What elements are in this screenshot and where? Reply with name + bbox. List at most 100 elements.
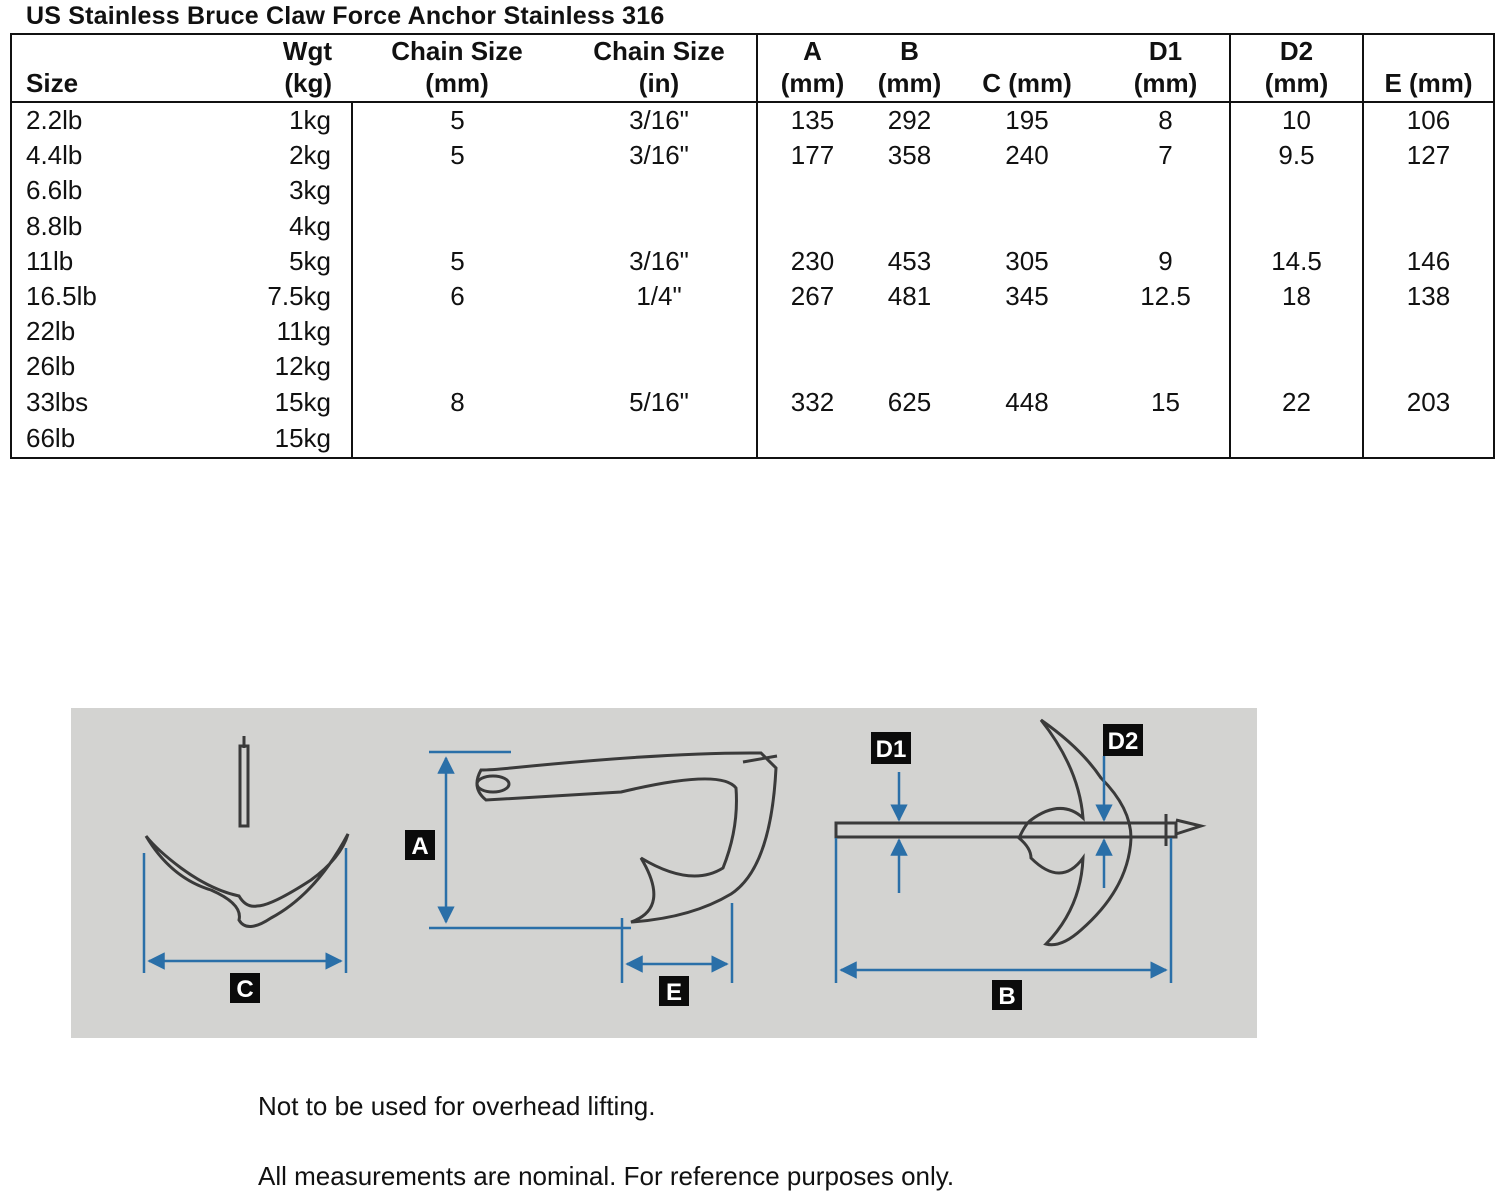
cell-b: 292	[887, 105, 932, 136]
cell-chain-in	[562, 349, 757, 384]
cell-chain-mm: 5	[351, 138, 562, 174]
cell-b	[867, 349, 952, 384]
cell-chain-in	[562, 420, 757, 458]
dimension-c	[142, 848, 348, 973]
cell-size: 16.5lb	[26, 281, 97, 312]
cell-d2	[1229, 208, 1363, 244]
cell-chain-in: 5/16"	[629, 386, 689, 417]
cell-d2: 18	[1229, 278, 1363, 315]
cell-d1	[1102, 314, 1230, 349]
note-overhead-lifting: Not to be used for overhead lifting.	[258, 1091, 656, 1121]
cell-d1	[1102, 349, 1230, 384]
cell-e	[1362, 208, 1494, 244]
label-d2: D2	[1108, 728, 1139, 755]
label-e: E	[666, 979, 682, 1006]
anchor-top-view	[834, 718, 1207, 947]
header-d2: D2(mm)	[1229, 34, 1363, 103]
cell-b	[867, 420, 952, 458]
header-e: E (mm)	[1362, 34, 1494, 103]
header-size: Size	[11, 34, 125, 103]
cell-d1: 7	[1158, 140, 1173, 171]
cell-d2: 9.5	[1229, 138, 1363, 174]
cell-a: 177	[756, 138, 867, 174]
cell-wgt: 3kg	[289, 175, 331, 206]
header-c: C (mm)	[952, 34, 1102, 103]
label-b-box	[992, 980, 1022, 1010]
cell-e: 127	[1362, 138, 1494, 174]
cell-size: 33lbs	[26, 386, 89, 417]
header-d1: D1(mm)	[1102, 34, 1230, 103]
page-title: US Stainless Bruce Claw Force Anchor Sta…	[26, 2, 665, 30]
cell-wgt: 12kg	[274, 351, 331, 382]
header-chain-in: Chain Size(in)	[562, 34, 757, 103]
cell-b	[867, 314, 952, 349]
cell-c: 305	[1005, 245, 1049, 276]
cell-d2	[1229, 314, 1363, 350]
cell-e	[1362, 419, 1494, 458]
cell-wgt: 5kg	[289, 245, 331, 276]
cell-chain-in	[562, 209, 757, 244]
cell-chain-in: 3/16"	[629, 105, 689, 136]
cell-c: 195	[1005, 105, 1049, 136]
cell-b: 453	[887, 245, 932, 276]
cell-a	[756, 419, 867, 458]
cell-d1: 8	[1158, 105, 1173, 136]
cell-d2: 14.5	[1229, 243, 1363, 279]
table-row: 26lb 12kg	[11, 349, 1494, 385]
note-nominal-measurements: All measurements are nominal. For refere…	[258, 1161, 955, 1191]
dimension-a	[429, 750, 631, 930]
cell-d1: 9	[1158, 245, 1173, 276]
cell-chain-in: 3/16"	[629, 140, 689, 171]
cell-size: 66lb	[26, 422, 76, 453]
cell-size: 11lb	[26, 245, 74, 276]
cell-a	[756, 173, 867, 209]
cell-chain-in	[562, 173, 757, 208]
cell-d2	[1229, 349, 1363, 385]
cell-a	[756, 208, 867, 244]
cell-chain-mm	[351, 349, 562, 385]
cell-d1: 12.5	[1140, 281, 1191, 312]
cell-b: 481	[887, 281, 932, 312]
cell-e	[1362, 314, 1494, 350]
label-d1: D1	[876, 736, 907, 763]
cell-e	[1362, 349, 1494, 385]
label-e-box	[659, 976, 689, 1006]
header-row: Size Wgt(kg) Chain Size(mm) Chain Size(i…	[11, 34, 1494, 103]
cell-size: 26lb	[26, 351, 76, 382]
label-d1-box	[871, 732, 911, 764]
header-chain-mm: Chain Size(mm)	[352, 34, 562, 103]
cell-b	[867, 173, 952, 208]
cell-b: 358	[887, 140, 932, 171]
cell-wgt: 11kg	[276, 316, 331, 347]
cell-wgt: 15kg	[274, 386, 331, 417]
cell-chain-mm: 5	[351, 102, 562, 139]
cell-wgt: 4kg	[289, 210, 331, 241]
cell-e: 106	[1362, 102, 1494, 139]
cell-chain-mm: 6	[351, 278, 562, 315]
spec-table: Size Wgt(kg) Chain Size(mm) Chain Size(i…	[10, 33, 1495, 459]
anchor-diagram-svg: C A E	[142, 718, 1207, 1010]
header-a: A(mm)	[756, 34, 867, 103]
cell-chain-mm	[351, 419, 562, 458]
cell-c	[952, 349, 1102, 384]
cell-chain-in: 1/4"	[636, 281, 682, 312]
label-a: A	[411, 833, 428, 860]
cell-d2: 22	[1229, 384, 1363, 420]
label-c-box	[230, 973, 260, 1003]
cell-chain-mm: 8	[351, 384, 562, 420]
cell-d1	[1102, 420, 1230, 458]
cell-chain-mm: 5	[351, 243, 562, 279]
label-b: B	[998, 983, 1015, 1010]
cell-c: 448	[1005, 386, 1049, 417]
cell-a: 230	[756, 243, 867, 279]
cell-wgt: 1kg	[289, 105, 331, 136]
cell-c: 240	[1005, 140, 1049, 171]
header-wgt: Wgt(kg)	[125, 34, 352, 103]
